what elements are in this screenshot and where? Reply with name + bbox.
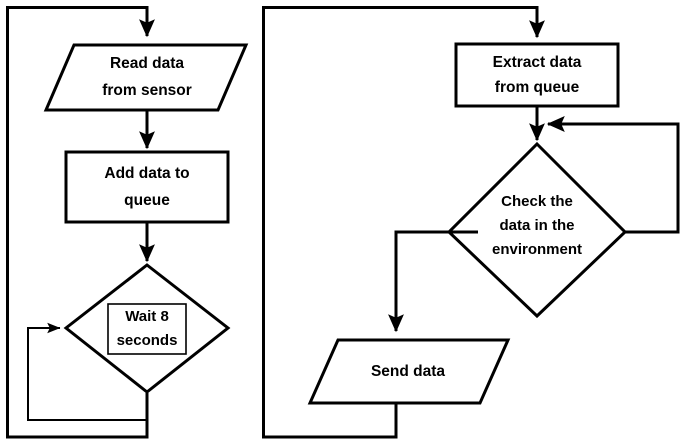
node-add-data-label-line1: Add data to <box>104 165 189 182</box>
node-add-data-label-line2: queue <box>124 192 170 209</box>
node-send-data-label: Send data <box>371 363 445 380</box>
node-extract-data-label-line2: from queue <box>495 79 580 96</box>
node-wait-label-line1: Wait 8 <box>125 308 169 325</box>
edge-check-to-send <box>388 230 478 333</box>
node-check-data-shape <box>446 141 628 319</box>
node-extract-data-label-line1: Extract data <box>493 54 582 71</box>
edge-wait-self-loop <box>27 322 148 421</box>
node-add-data-shape <box>64 150 230 224</box>
node-check-data-label-line2: data in the <box>499 217 574 234</box>
node-check-data-label-line1: Check the <box>501 193 573 210</box>
node-read-data-label-line2: from sensor <box>102 82 192 99</box>
node-wait-inner-box <box>107 303 187 355</box>
edge-loop-back-to-read <box>6 6 155 439</box>
node-read-data-label-line1: Read data <box>110 55 184 72</box>
edge-send-to-extract <box>262 6 545 439</box>
node-read-data-shape <box>43 43 249 112</box>
node-check-data-label-line3: environment <box>492 241 582 258</box>
node-wait-label-line2: seconds <box>117 332 178 349</box>
edge-check-right-loop <box>546 116 680 234</box>
node-send-data-shape <box>307 338 511 405</box>
